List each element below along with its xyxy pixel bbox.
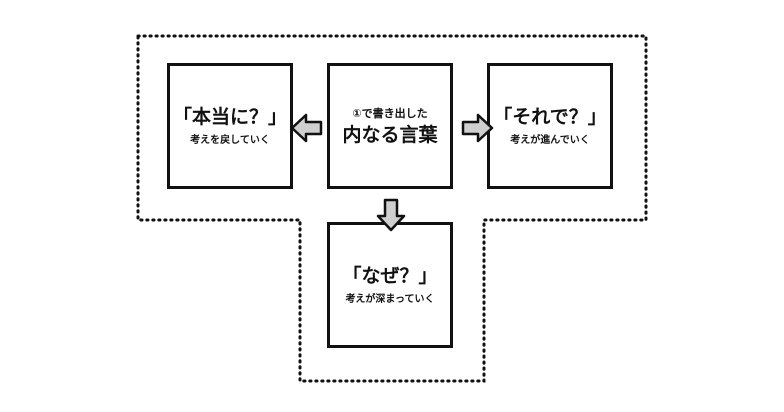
arrow-left-icon (290, 113, 323, 143)
box-center-title: 内なる言葉 (342, 124, 438, 147)
box-left-subtitle: 考えを戻していく (190, 135, 270, 147)
arrow-right-icon (461, 113, 494, 143)
box-left-title: 「本当に？」 (172, 105, 287, 128)
box-right-subtitle: 考えが進んでいく (510, 135, 590, 147)
arrow-down-icon (376, 198, 406, 232)
box-bottom-title: 「なぜ？」 (342, 264, 438, 287)
box-sorede: 「それで？」 考えが進んでいく (487, 63, 613, 189)
box-bottom-subtitle: 考えが深まっていく (345, 294, 435, 306)
box-inner-words: ①で書き出した 内なる言葉 (327, 63, 453, 189)
box-hontou-ni: 「本当に？」 考えを戻していく (167, 63, 293, 189)
box-center-note: ①で書き出した (352, 107, 428, 121)
box-naze: 「なぜ？」 考えが深まっていく (327, 222, 453, 348)
box-right-title: 「それで？」 (493, 105, 607, 128)
